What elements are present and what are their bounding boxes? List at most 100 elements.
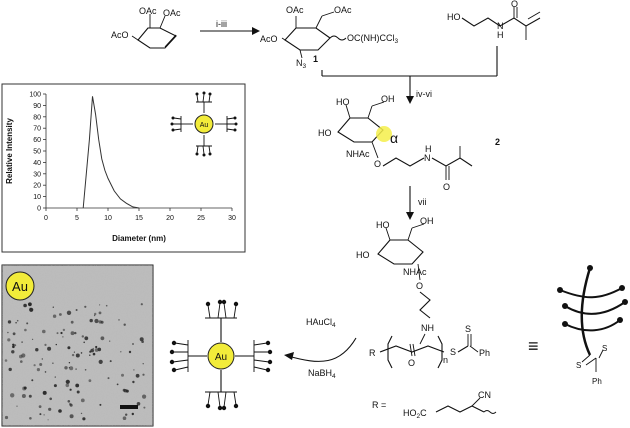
scale-bar bbox=[120, 405, 138, 409]
compound-1-number: 1 bbox=[313, 54, 318, 64]
tem-particle bbox=[64, 366, 68, 370]
tem-particle bbox=[131, 412, 134, 416]
tem-particle bbox=[59, 313, 62, 316]
aco-label-1: AcO bbox=[111, 30, 129, 40]
compound-1: OAc OAc AcO OC(NH)CCl3 N3 1 bbox=[260, 5, 399, 70]
tem-particle bbox=[44, 343, 47, 346]
tem-particle bbox=[84, 369, 87, 371]
tem-particle bbox=[19, 354, 23, 359]
tem-particle bbox=[31, 379, 34, 382]
tem-particle bbox=[122, 416, 127, 421]
oh-label-1: OH bbox=[381, 94, 395, 104]
tem-particle bbox=[68, 362, 71, 364]
oac-label-3: OAc bbox=[286, 5, 304, 15]
tem-particle bbox=[70, 331, 75, 336]
tem-particle bbox=[29, 307, 31, 309]
tem-au-label: Au bbox=[12, 279, 28, 294]
oac-label-2: OAc bbox=[163, 8, 181, 18]
tem-particle bbox=[105, 304, 108, 307]
tem-particle bbox=[142, 394, 147, 399]
s-label-4: S bbox=[602, 344, 607, 353]
tem-particle bbox=[75, 309, 78, 311]
tem-particle bbox=[26, 322, 29, 325]
tem-particle bbox=[36, 368, 41, 372]
o-label-2: O bbox=[374, 159, 381, 169]
o-label-5: O bbox=[408, 358, 415, 368]
x-tick-label: 0 bbox=[44, 215, 48, 222]
tem-particle bbox=[8, 367, 12, 372]
oac-label-1: OAc bbox=[139, 6, 157, 16]
tem-particle bbox=[99, 403, 102, 406]
tem-particle bbox=[67, 400, 71, 403]
tem-particle bbox=[142, 373, 145, 376]
tem-particle bbox=[123, 323, 126, 326]
tem-particle bbox=[70, 320, 74, 324]
trichloroacetimidate-label: OC(NH)CCl3 bbox=[347, 33, 399, 45]
arrow-step-1: i-iii bbox=[200, 19, 260, 35]
tem-particle bbox=[12, 343, 15, 346]
arrow-step-3: vii bbox=[406, 186, 427, 220]
tem-particle bbox=[118, 319, 120, 321]
ph-label-2: Ph bbox=[592, 377, 602, 386]
tem-particle bbox=[23, 303, 27, 308]
au-label-large: Au bbox=[215, 352, 227, 363]
nabh4-label: NaBH4 bbox=[308, 368, 336, 380]
tem-particle bbox=[7, 338, 11, 342]
carboxylic-acid-label: HO2C bbox=[403, 408, 427, 420]
tem-particle bbox=[43, 414, 45, 416]
azide-label: N3 bbox=[296, 58, 307, 70]
y-tick-label: 10 bbox=[33, 194, 41, 201]
o-label-4: O bbox=[416, 281, 423, 291]
tem-particle bbox=[62, 336, 64, 338]
gold-nanoparticle-small: Au bbox=[170, 91, 238, 157]
ho-label-1: HO bbox=[447, 12, 461, 22]
tem-particle bbox=[39, 413, 42, 416]
tem-particle bbox=[16, 319, 19, 322]
tem-particle bbox=[47, 346, 52, 351]
equivalence-sign: ≡ bbox=[528, 336, 539, 356]
tem-particle bbox=[121, 373, 124, 377]
y-tick-label: 90 bbox=[33, 103, 41, 110]
arrow-step-4: HAuCl4 NaBH4 bbox=[284, 317, 357, 380]
compound-2: α HO OH HO NHAc O N H O 2 bbox=[318, 94, 500, 192]
tem-particle bbox=[60, 331, 63, 335]
tem-particle bbox=[136, 402, 141, 406]
tem-particle bbox=[94, 318, 99, 324]
y-tick-label: 0 bbox=[37, 206, 41, 213]
y-tick-label: 100 bbox=[29, 92, 41, 99]
x-tick-label: 10 bbox=[104, 215, 112, 222]
tem-particle bbox=[35, 348, 39, 352]
tem-particle bbox=[7, 331, 9, 334]
step-label-1: i-iii bbox=[216, 19, 227, 29]
tem-particle bbox=[12, 345, 15, 349]
glycopolymer: HO OH HO NHAc O NH O n R S S Ph bbox=[356, 216, 490, 369]
tem-particle bbox=[38, 405, 42, 408]
ho-label-3: HO bbox=[318, 128, 332, 138]
x-tick-label: 15 bbox=[135, 215, 143, 222]
tem-particle bbox=[42, 390, 47, 395]
tem-particle bbox=[80, 352, 83, 354]
nhac-label-2: NHAc bbox=[403, 267, 427, 277]
tem-particle bbox=[80, 412, 83, 415]
tem-particle bbox=[58, 409, 62, 413]
nhac-label-1: NHAc bbox=[346, 149, 370, 159]
starting-glucal: OAc OAc AcO bbox=[111, 6, 181, 49]
hydroxyethyl-methacrylamide: HO O H N bbox=[447, 0, 541, 40]
tem-particle bbox=[21, 341, 23, 343]
tem-particle bbox=[84, 336, 89, 341]
polymer-cartoon: S S Ph bbox=[557, 265, 628, 386]
tem-particle bbox=[133, 369, 135, 371]
tem-particle bbox=[66, 310, 72, 315]
tem-particle bbox=[55, 343, 57, 346]
tem-particle bbox=[95, 345, 98, 349]
tem-particle bbox=[76, 390, 80, 394]
x-tick-label: 25 bbox=[197, 215, 205, 222]
tem-particle bbox=[98, 311, 102, 315]
dls-chart-frame bbox=[1, 83, 246, 253]
tem-particle bbox=[98, 359, 103, 364]
tem-particle bbox=[41, 358, 43, 360]
tem-particle bbox=[90, 348, 94, 353]
tem-particle bbox=[11, 350, 15, 354]
tem-particle bbox=[10, 393, 15, 398]
tem-particle bbox=[24, 328, 27, 332]
